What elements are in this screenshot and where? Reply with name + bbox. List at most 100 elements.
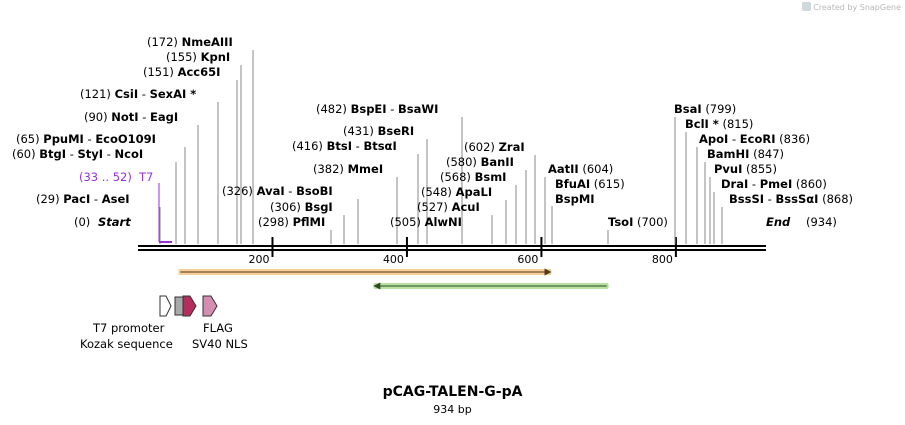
- feature-label-kozak-sequence: Kozak sequence: [80, 337, 173, 351]
- enzyme-name: BsgI: [305, 200, 333, 214]
- site-position: (615): [594, 177, 625, 191]
- site-label-ppumi: (65) PpuMI - EcoO109I: [16, 132, 156, 146]
- enzyme-name: ZraI: [499, 140, 525, 154]
- enzyme-name: DraI: [721, 177, 748, 191]
- enzyme-name: AvaI: [257, 184, 285, 198]
- enzyme-name: Acc65I: [178, 65, 221, 79]
- site-label-bspmi: BspMI: [555, 192, 595, 206]
- feature-t7-promoter-arrow: [159, 295, 172, 317]
- site-label-kpni: (155) KpnI: [166, 50, 230, 64]
- enzyme-name: NmeAIII: [182, 35, 233, 49]
- site-label-apali: (548) ApaLI: [421, 185, 492, 199]
- site-position: (151): [143, 65, 174, 79]
- site-label-acui: (527) AcuI: [417, 200, 480, 214]
- feature-label-t7-promoter: T7 promoter: [93, 321, 165, 335]
- site-label-noti: (90) NotI - EagI: [84, 110, 178, 124]
- site-label-bcli: BclI * (815): [685, 117, 753, 131]
- primer-range: (33 .. 52): [79, 170, 132, 184]
- plasmid-length: 934 bp: [433, 403, 472, 416]
- site-label-bsssi: BssSI - BssSαI (868): [729, 192, 853, 206]
- site-position: (172): [147, 35, 178, 49]
- enzyme-name: BseRI: [378, 124, 415, 138]
- site-label-avai: (326) AvaI - BsoBI: [222, 184, 333, 198]
- backbone-bottom-strand: [138, 249, 766, 251]
- enzyme-name: BclI *: [685, 117, 719, 131]
- snapgene-credit: Created by SnapGene: [802, 2, 901, 12]
- site-label-paci: (29) PacI - AseI: [36, 192, 130, 206]
- feature-label-flag: FLAG: [203, 321, 233, 335]
- site-position: (29): [36, 192, 60, 206]
- site-label-banii: (580) BanII: [446, 155, 514, 169]
- enzyme-name: BsaWI: [398, 102, 438, 116]
- site-label-btsi: (416) BtsI - BtsαI: [292, 139, 397, 153]
- site-position: (306): [270, 200, 301, 214]
- enzyme-name: PflMI: [293, 215, 326, 229]
- site-position: (799): [705, 102, 736, 116]
- site-label-tsoi: TsoI (700): [608, 215, 668, 229]
- enzyme-name: AatII: [548, 162, 579, 176]
- backbone-top-strand: [138, 245, 766, 247]
- site-position: (65): [16, 132, 40, 146]
- enzyme-name: BtgI: [39, 147, 66, 161]
- site-label-nmeaiii: (172) NmeAIII: [147, 35, 233, 49]
- site-label-aatii: AatII (604): [548, 162, 613, 176]
- site-position: (868): [822, 192, 853, 206]
- enzyme-name: AcuI: [452, 200, 480, 214]
- site-position: (847): [753, 147, 784, 161]
- enzyme-name: EagI: [150, 110, 178, 124]
- site-position: (416): [292, 139, 323, 153]
- enzyme-name: PpuMI: [43, 132, 84, 146]
- enzyme-name: PmeI: [760, 177, 793, 191]
- tick-label-200: 200: [248, 253, 269, 266]
- site-label-csii: (121) CsiI - SexAI *: [80, 87, 196, 101]
- site-label-bseri: (431) BseRI: [343, 124, 414, 138]
- site-label-bamhi: BamHI (847): [707, 147, 784, 161]
- enzyme-name: BtsαI: [363, 139, 396, 153]
- enzyme-name: SexAI *: [150, 87, 197, 101]
- enzyme-name: StyI: [78, 147, 104, 161]
- enzyme-name: BsmI: [475, 170, 507, 184]
- site-label-bsmi: (568) BsmI: [440, 170, 506, 184]
- site-position: (155): [166, 50, 197, 64]
- tick-label-600: 600: [517, 253, 538, 266]
- feature-kozak-box: [174, 296, 184, 316]
- enzyme-name: NotI: [111, 110, 138, 124]
- cds-reverse-arrowhead: [373, 282, 381, 290]
- site-position: (815): [722, 117, 753, 131]
- site-label-alwni: (505) AlwNI: [390, 215, 462, 229]
- site-position: (568): [440, 170, 471, 184]
- plasmid-title: pCAG-TALEN-G-pA: [382, 384, 523, 400]
- site-position: (505): [390, 215, 421, 229]
- start-label: Start: [98, 215, 131, 229]
- enzyme-name: KpnI: [201, 50, 231, 64]
- enzyme-name: TsoI: [608, 215, 633, 229]
- end-position: (934): [806, 215, 837, 229]
- enzyme-name: AseI: [102, 192, 130, 206]
- enzyme-name: EcoO109I: [95, 132, 156, 146]
- site-position: (700): [637, 215, 668, 229]
- site-label-mmei: (382) MmeI: [313, 162, 383, 176]
- enzyme-name: BtsI: [327, 139, 352, 153]
- site-position: (60): [12, 147, 36, 161]
- site-position: (326): [222, 184, 253, 198]
- site-label-drai: DraI - PmeI (860): [721, 177, 827, 191]
- site-position: (580): [446, 155, 477, 169]
- site-label-bsgi: (306) BsgI: [270, 200, 333, 214]
- site-position: (90): [84, 110, 108, 124]
- enzyme-name: PvuI: [714, 162, 742, 176]
- end-label: End: [766, 215, 791, 229]
- site-position: (855): [746, 162, 777, 176]
- site-label-bspei: (482) BspEI - BsaWI: [316, 102, 438, 116]
- site-position: (604): [582, 162, 613, 176]
- site-label-bsai: BsaI (799): [674, 102, 736, 116]
- site-label-apoi: ApoI - EcoRI (836): [699, 132, 810, 146]
- site-position: (548): [421, 185, 452, 199]
- site-position: (860): [796, 177, 827, 191]
- site-position: (431): [343, 124, 374, 138]
- site-position: (121): [80, 87, 111, 101]
- enzyme-name: BsoBI: [296, 184, 333, 198]
- tick-label-400: 400: [383, 253, 404, 266]
- enzyme-name: AlwNI: [425, 215, 462, 229]
- enzyme-name: PacI: [63, 192, 90, 206]
- enzyme-name: BfuAI: [555, 177, 590, 191]
